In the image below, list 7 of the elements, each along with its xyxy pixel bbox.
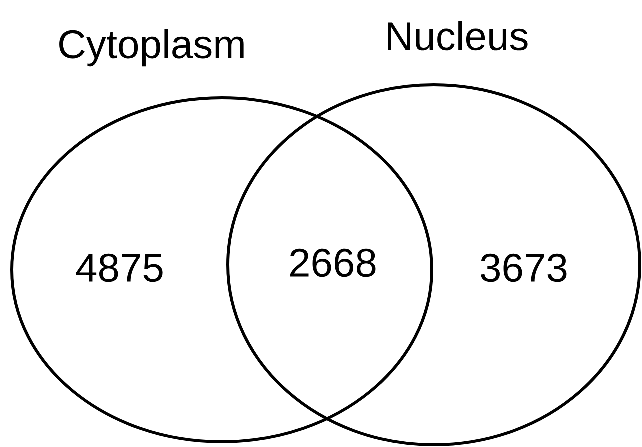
venn-circle bbox=[226, 84, 642, 446]
count-label: 3673 bbox=[481, 254, 567, 282]
set-label: Cytoplasm bbox=[60, 29, 244, 67]
count-label: 2668 bbox=[290, 248, 376, 278]
set-label: Nucleus bbox=[388, 21, 528, 51]
count-label: 4875 bbox=[76, 254, 163, 282]
venn-circle bbox=[10, 96, 434, 444]
